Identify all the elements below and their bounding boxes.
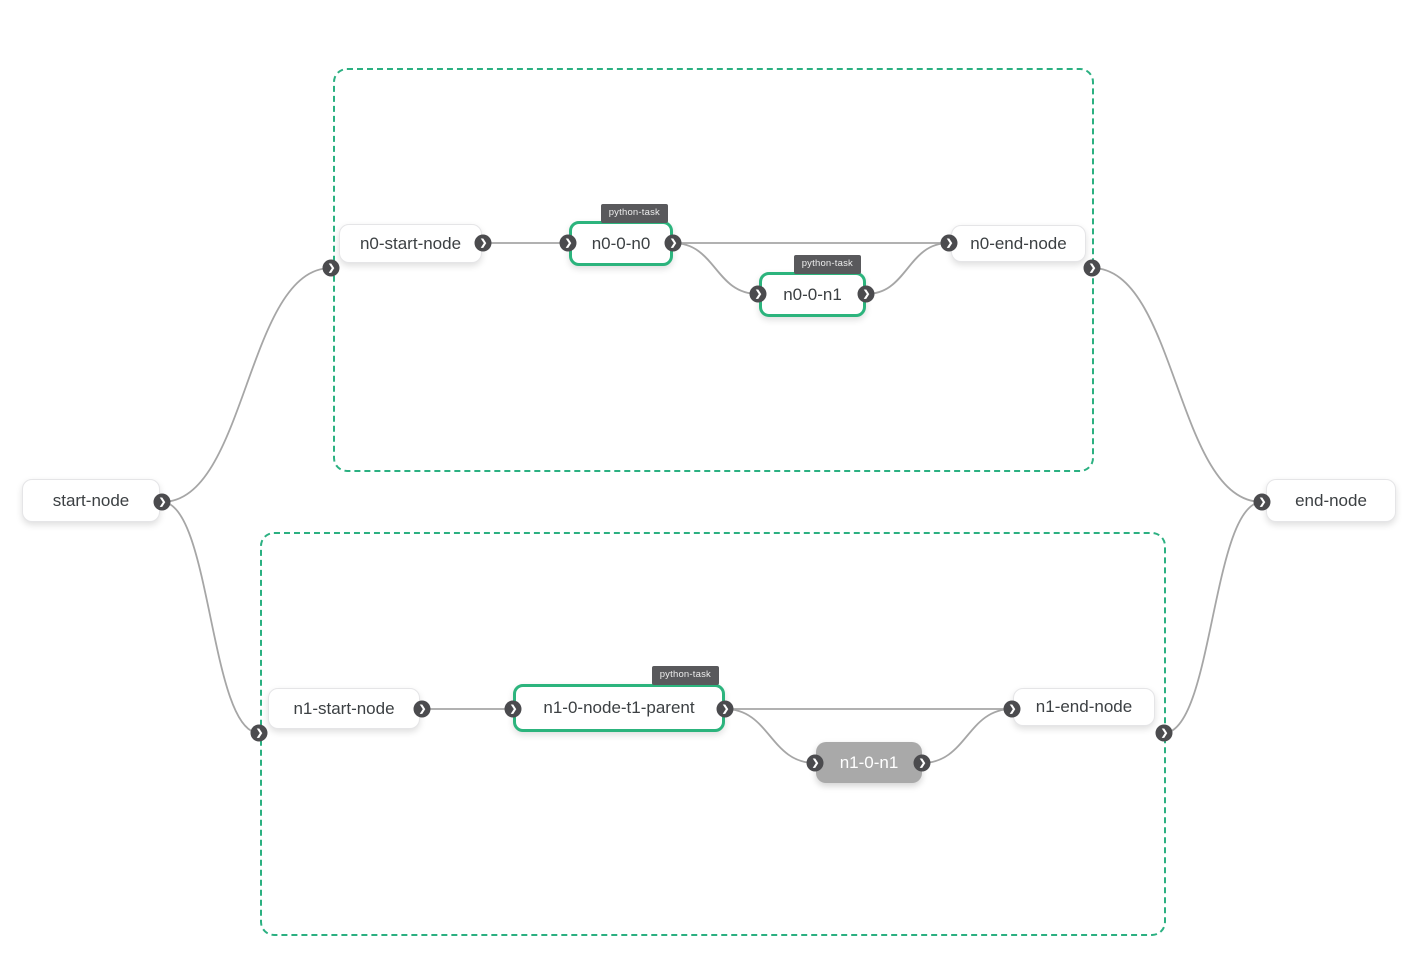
node-label: start-node	[52, 490, 130, 510]
node-end-node[interactable]: end-node	[1266, 479, 1396, 522]
chevron-right-icon: ❯	[418, 703, 427, 714]
node-n1-start-node[interactable]: n1-start-node	[268, 688, 420, 729]
group-n0-output-port[interactable]: ❯	[1083, 259, 1101, 277]
node-n1-0-node-t1-parent[interactable]: n1-0-node-t1-parent	[513, 684, 725, 732]
n1-parent-input-port[interactable]: ❯	[504, 700, 522, 718]
group-n0-input-port[interactable]: ❯	[322, 259, 340, 277]
edge-start-to-group-n0	[161, 267, 332, 503]
n1-0-n1-input-port[interactable]: ❯	[806, 754, 824, 772]
edge-n1-0-n1-to-n1-end	[921, 708, 1013, 764]
python-task-badge: python-task	[651, 666, 719, 685]
chevron-right-icon: ❯	[1088, 262, 1097, 273]
edge-start-to-group-n1	[161, 501, 260, 734]
node-label: n1-0-node-t1-parent	[543, 698, 695, 717]
edge-group-n0-to-end	[1091, 267, 1263, 503]
chevron-right-icon: ❯	[479, 237, 488, 248]
edge-group-n1-to-end	[1163, 501, 1263, 734]
chevron-right-icon: ❯	[1008, 703, 1017, 714]
chevron-right-icon: ❯	[327, 262, 336, 273]
node-label: n0-0-n1	[783, 284, 842, 304]
chevron-right-icon: ❯	[811, 757, 820, 768]
node-label: n1-0-n1	[839, 752, 899, 772]
n0-0-n1-input-port[interactable]: ❯	[749, 285, 767, 303]
group-n1-input-port[interactable]: ❯	[250, 724, 268, 742]
n0-0-n0-input-port[interactable]: ❯	[559, 234, 577, 252]
end-node-input-port[interactable]: ❯	[1253, 493, 1271, 511]
chevron-right-icon: ❯	[945, 237, 954, 248]
node-label: n0-end-node	[970, 233, 1067, 253]
node-n0-0-n1[interactable]: n0-0-n1	[759, 272, 866, 317]
start-node-output-port[interactable]: ❯	[153, 493, 171, 511]
edge-n0-0-n0-to-n0-0-n1	[672, 242, 759, 295]
chevron-right-icon: ❯	[158, 496, 167, 507]
node-n1-0-n1[interactable]: n1-0-n1	[816, 742, 922, 783]
chevron-right-icon: ❯	[862, 288, 871, 299]
chevron-right-icon: ❯	[1258, 496, 1267, 507]
node-n1-end-node[interactable]: n1-end-node	[1013, 688, 1155, 726]
chevron-right-icon: ❯	[564, 237, 573, 248]
group-n1-output-port[interactable]: ❯	[1155, 724, 1173, 742]
group-n1-container	[260, 532, 1166, 936]
python-task-badge: python-task	[600, 204, 668, 223]
edge-n0-0-n1-to-n0-end	[865, 242, 950, 295]
group-n0-container	[333, 68, 1094, 472]
n1-parent-output-port[interactable]: ❯	[716, 700, 734, 718]
node-label: n1-start-node	[293, 698, 395, 718]
node-label: n0-start-node	[359, 233, 462, 253]
n0-0-n1-output-port[interactable]: ❯	[857, 285, 875, 303]
n0-0-n0-output-port[interactable]: ❯	[664, 234, 682, 252]
edge-n1-parent-to-n1-0-n1	[724, 708, 816, 764]
n1-end-node-input-port[interactable]: ❯	[1003, 700, 1021, 718]
chevron-right-icon: ❯	[509, 703, 518, 714]
node-n0-end-node[interactable]: n0-end-node	[951, 225, 1086, 262]
node-start-node[interactable]: start-node	[22, 479, 160, 522]
n1-start-node-output-port[interactable]: ❯	[413, 700, 431, 718]
chevron-right-icon: ❯	[255, 727, 264, 738]
node-n0-start-node[interactable]: n0-start-node	[339, 224, 482, 263]
chevron-right-icon: ❯	[918, 757, 927, 768]
node-label: n0-0-n0	[591, 233, 651, 253]
node-n0-0-n0[interactable]: n0-0-n0	[569, 221, 673, 266]
n0-end-node-input-port[interactable]: ❯	[940, 234, 958, 252]
node-label: end-node	[1295, 490, 1367, 510]
chevron-right-icon: ❯	[1160, 727, 1169, 738]
n1-0-n1-output-port[interactable]: ❯	[913, 754, 931, 772]
chevron-right-icon: ❯	[754, 288, 763, 299]
n0-start-node-output-port[interactable]: ❯	[474, 234, 492, 252]
chevron-right-icon: ❯	[669, 237, 678, 248]
chevron-right-icon: ❯	[721, 703, 730, 714]
node-label: n1-end-node	[1035, 697, 1133, 716]
python-task-badge: python-task	[793, 255, 861, 274]
